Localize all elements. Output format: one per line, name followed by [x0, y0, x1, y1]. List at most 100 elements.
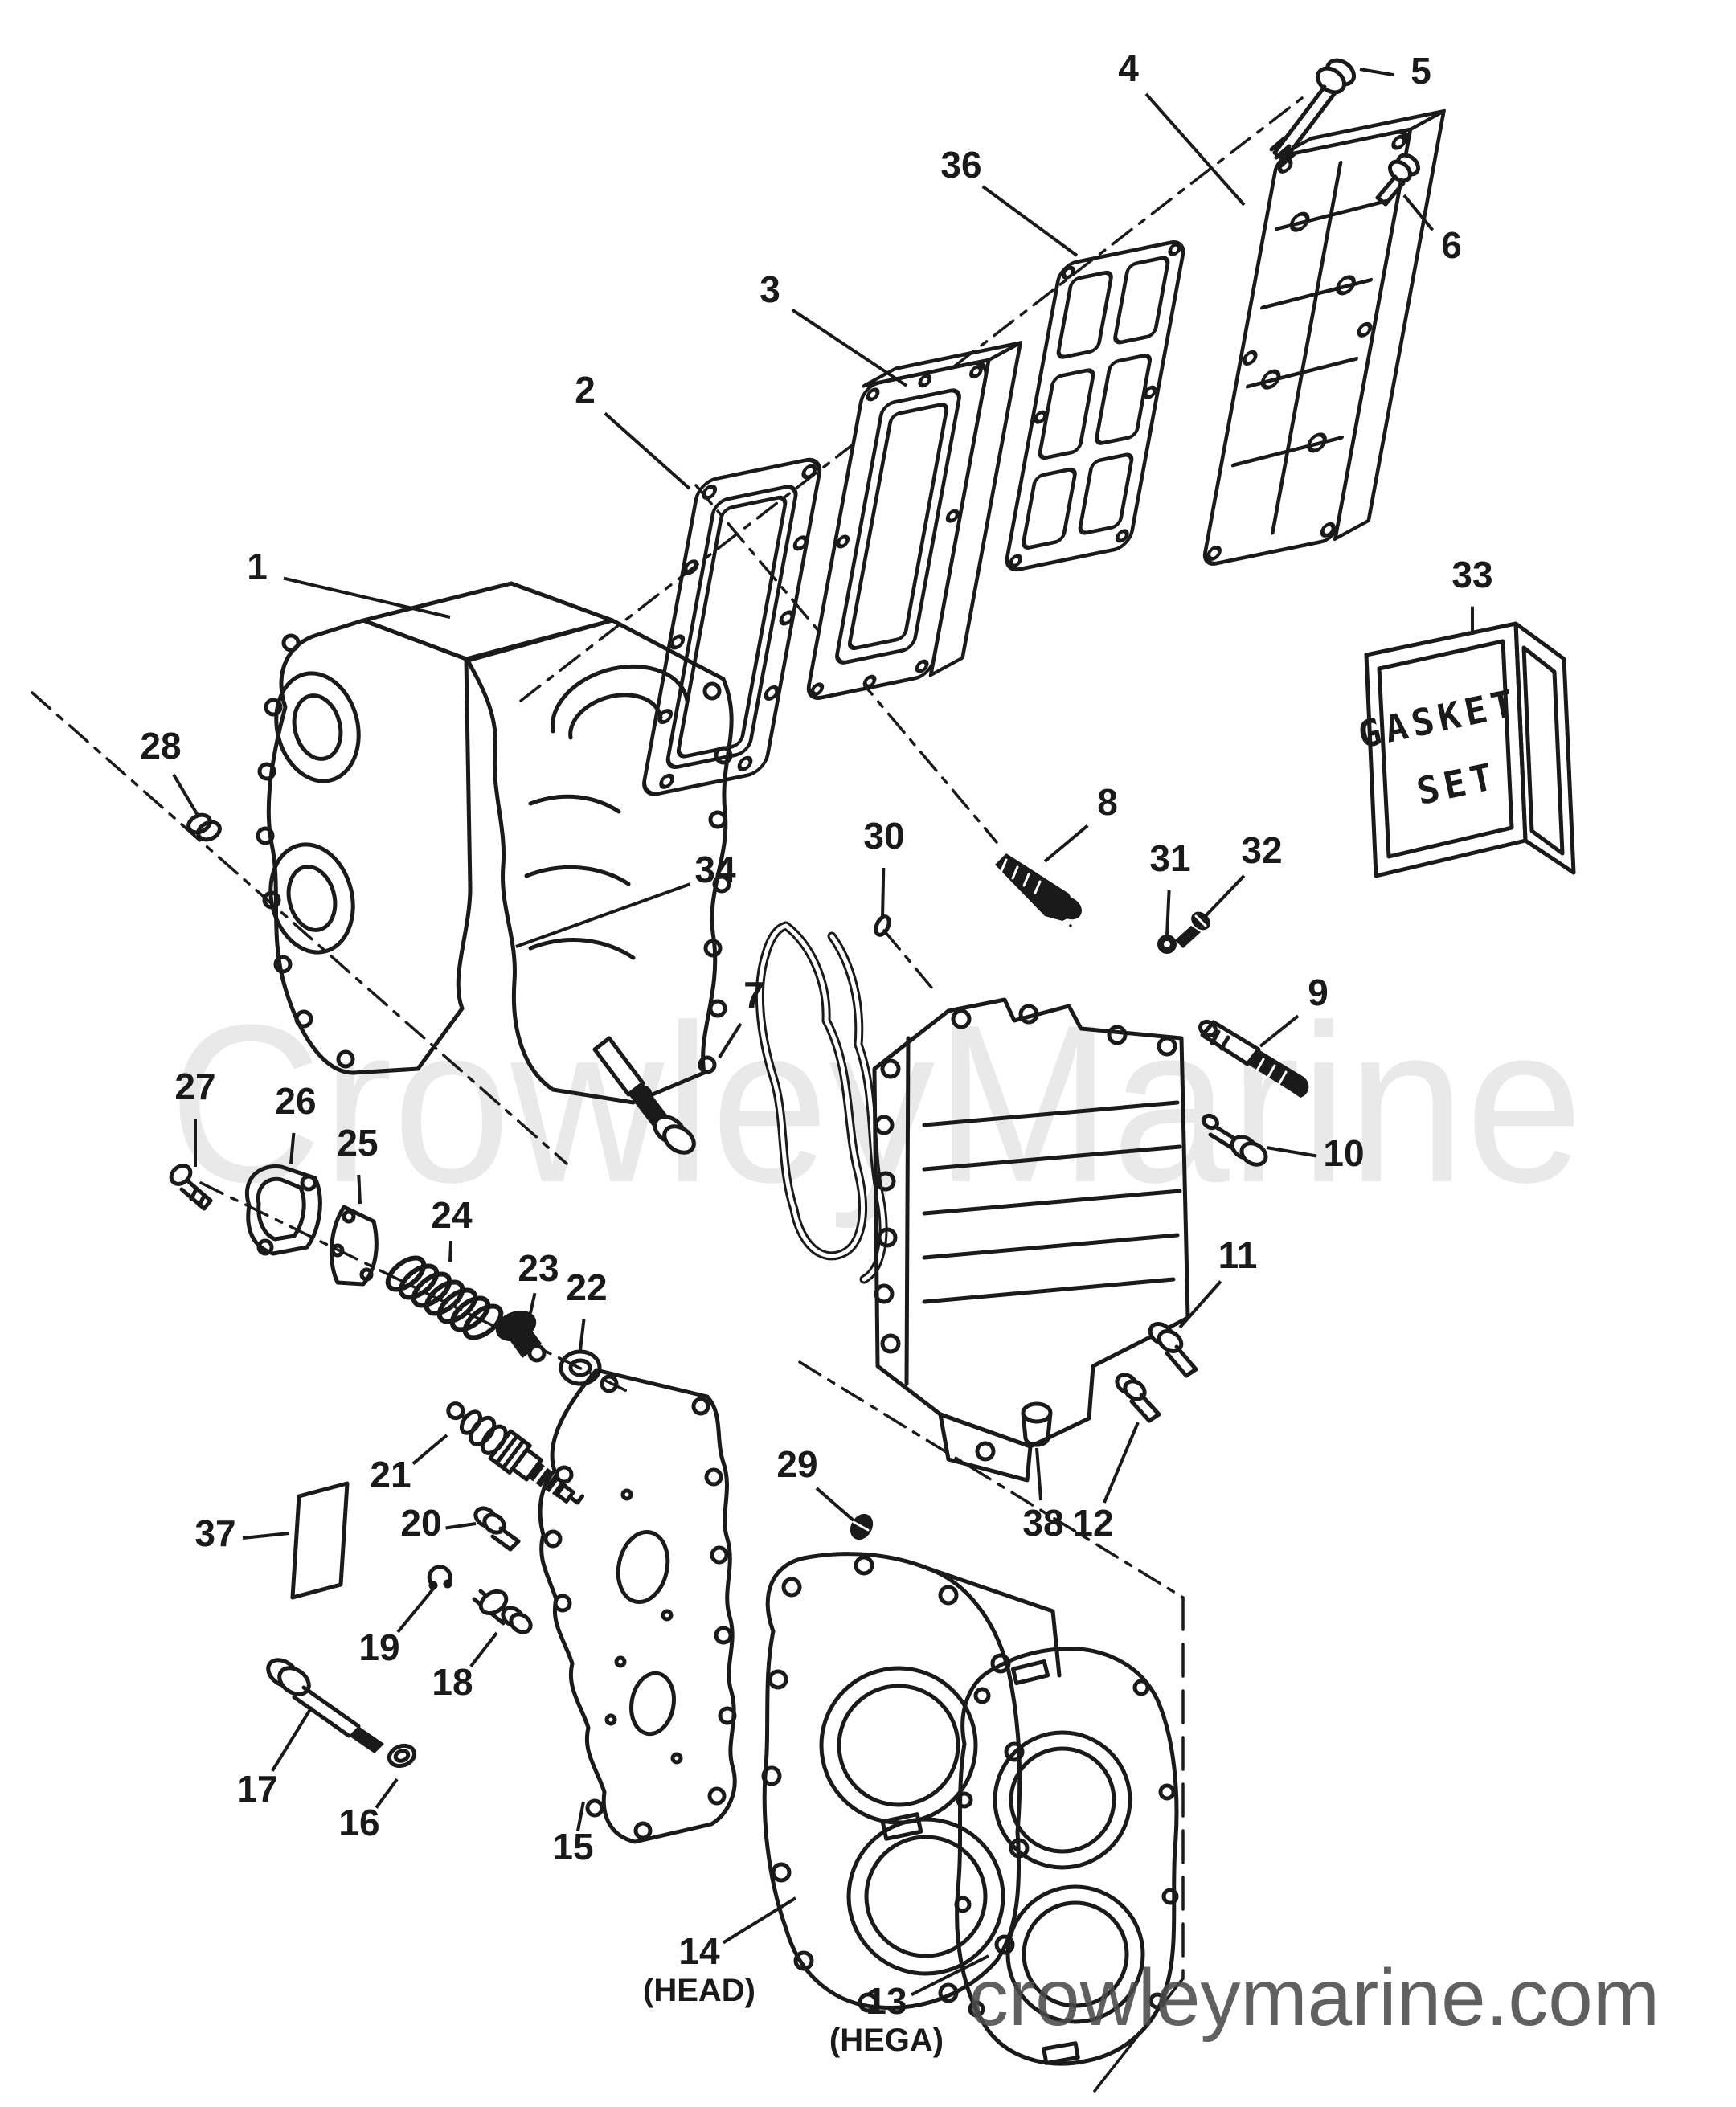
callout-19-leader	[396, 1586, 436, 1634]
callout-5-label: 5	[1410, 50, 1431, 92]
callout-38-leader	[1035, 1447, 1043, 1501]
callout-14-leader	[722, 1896, 797, 1945]
callout-20-label: 20	[400, 1502, 441, 1544]
circlip-19-art	[427, 1565, 452, 1590]
callout-3-label: 3	[760, 268, 780, 310]
callout-4-leader	[1144, 92, 1246, 207]
callout-15-label: 15	[552, 1826, 593, 1868]
callout-2-label: 2	[575, 369, 596, 411]
callout-26-label: 26	[275, 1080, 316, 1122]
callout-10-label: 10	[1323, 1132, 1364, 1174]
callout-15-leader	[575, 1801, 585, 1832]
callout-22-label: 22	[566, 1266, 607, 1308]
plug-29-art	[850, 1513, 874, 1540]
callout-11-leader	[1178, 1280, 1222, 1329]
callout-18-leader	[469, 1631, 498, 1667]
bolt-10-art	[1202, 1113, 1268, 1167]
callout-19-label: 19	[358, 1626, 399, 1668]
callout-29-label: 29	[776, 1443, 817, 1485]
callout-3-leader	[791, 308, 908, 387]
callout-31-label: 31	[1149, 837, 1190, 879]
callout-13-sublabel: (HEGA)	[829, 2023, 944, 2058]
callout-14-label: 14	[678, 1930, 720, 1972]
callout-27-label: 27	[174, 1066, 215, 1107]
watermark-footer-url: crowleymarine.com	[968, 1953, 1660, 2043]
callout-26-leader	[289, 1132, 296, 1164]
bolt-17-art	[266, 1658, 384, 1753]
cylinder-block-art	[256, 581, 734, 1155]
callout-16-leader	[375, 1778, 399, 1809]
leader-lines	[172, 68, 1474, 1997]
callout-17-leader	[271, 1705, 313, 1772]
screw-27-art	[169, 1164, 213, 1211]
callout-25-label: 25	[337, 1122, 378, 1164]
callout-31-leader	[1165, 890, 1171, 936]
callout-34-label: 34	[694, 849, 736, 890]
callout-13-label: 13	[866, 1980, 907, 2022]
callout-34-leader	[515, 882, 690, 948]
callout-24-leader	[448, 1241, 453, 1262]
dowel-pin-30-art	[874, 914, 891, 937]
callout-37-label: 37	[194, 1512, 235, 1554]
plug-28-art	[186, 812, 222, 842]
crankcase-half-art	[872, 997, 1190, 1483]
callout-14-sublabel: (HEAD)	[643, 1973, 755, 2008]
callout-32-leader	[1202, 874, 1246, 919]
callout-11-label: 11	[1218, 1234, 1258, 1276]
bolt-11-art	[1148, 1322, 1198, 1378]
callout-6-label: 6	[1441, 224, 1462, 266]
callout-4-label: 4	[1118, 47, 1139, 89]
callout-18-label: 18	[432, 1661, 473, 1703]
callout-1-leader	[283, 576, 451, 619]
callout-36-label: 36	[940, 144, 981, 186]
callout-9-leader	[1259, 1014, 1300, 1048]
bolt-12-art	[1115, 1373, 1161, 1423]
callout-12-label: 12	[1072, 1502, 1113, 1544]
callout-23-leader	[529, 1292, 537, 1314]
callout-36-leader	[981, 185, 1079, 257]
callout-29-leader	[815, 1487, 855, 1522]
callout-6-leader	[1402, 194, 1435, 231]
gasket-set-box-art	[1364, 621, 1576, 878]
callout-38-label: 38	[1022, 1502, 1063, 1544]
callout-8-label: 8	[1097, 781, 1118, 823]
callout-30-label: 30	[863, 815, 904, 857]
bolt-8-art	[995, 853, 1082, 921]
cylinder-head-14-art	[761, 1552, 1062, 2013]
callout-10-leader	[1266, 1146, 1317, 1158]
callout-8-leader	[1043, 824, 1089, 863]
callout-37-leader	[242, 1532, 290, 1540]
callout-2-leader	[604, 411, 691, 490]
callout-20-leader	[445, 1522, 477, 1530]
nut-31-art	[1157, 935, 1177, 954]
o-ring-22-art	[559, 1349, 602, 1386]
screw-18-art	[472, 1589, 533, 1634]
callout-7-label: 7	[743, 974, 764, 1016]
bolt-20-art	[473, 1506, 521, 1552]
screw-6-art	[1375, 153, 1421, 207]
decal-37-art	[290, 1481, 350, 1600]
thermostat-23-art	[495, 1310, 547, 1363]
gasket-36-art	[1005, 240, 1185, 572]
callout-28-label: 28	[140, 725, 181, 767]
thermostat-cover-26-art	[244, 1164, 322, 1256]
gasket-box-line2: SET	[1413, 754, 1501, 813]
reed-plate-4-art	[1202, 108, 1446, 566]
washer-16-art	[387, 1743, 417, 1769]
stud-9-art	[1198, 1019, 1309, 1098]
callout-13-leader	[911, 1954, 989, 1997]
thermostat-gasket-25-art	[330, 1205, 379, 1287]
callout-21-leader	[411, 1434, 448, 1466]
callout-5-leader	[1359, 68, 1394, 77]
callout-23-label: 23	[518, 1247, 559, 1289]
callout-1-label: 1	[247, 546, 268, 587]
callout-24-label: 24	[431, 1194, 473, 1236]
callout-7-leader	[718, 1022, 743, 1059]
head-cover-15-art	[538, 1368, 737, 1844]
callout-16-label: 16	[338, 1802, 379, 1843]
callout-33-label: 33	[1451, 554, 1492, 595]
callout-32-label: 32	[1241, 829, 1282, 871]
callout-12-leader	[1103, 1422, 1140, 1504]
gasket-2-art	[642, 457, 822, 796]
head-gasket-13-art	[954, 1647, 1179, 2066]
